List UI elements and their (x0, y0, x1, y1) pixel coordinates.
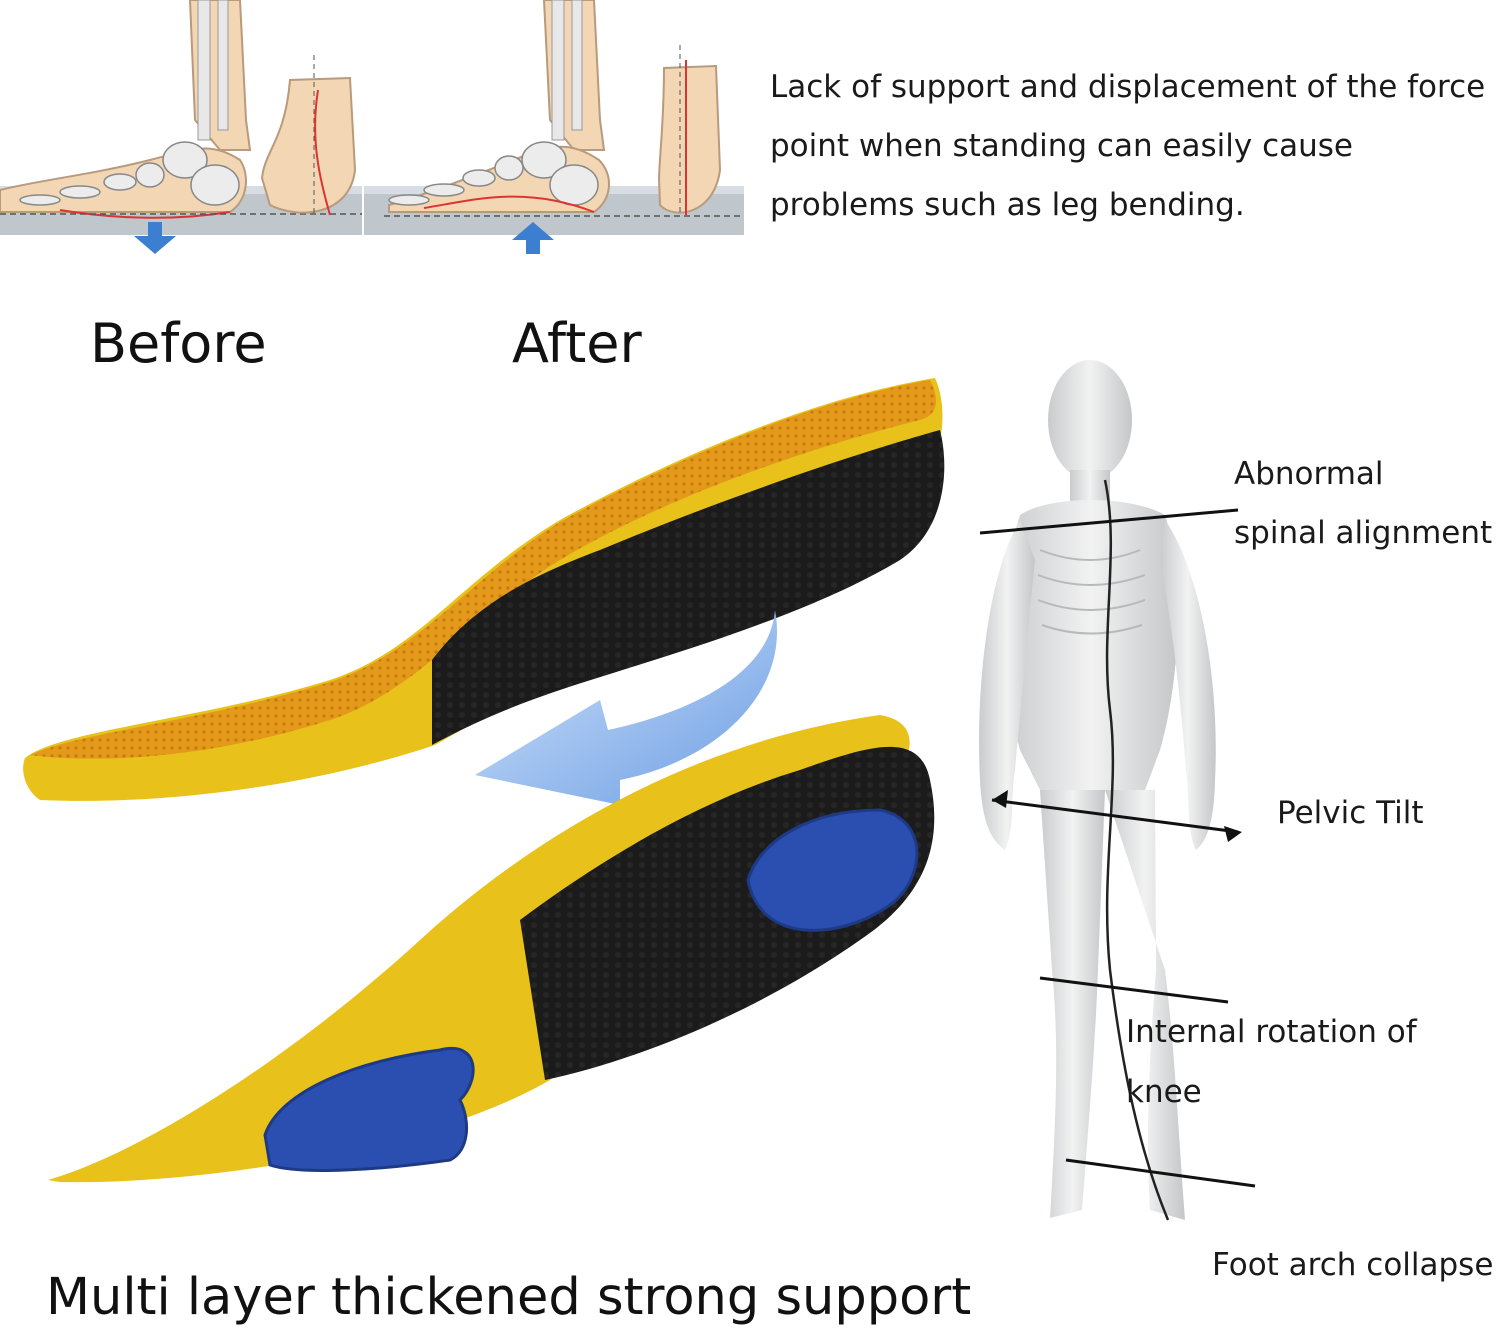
flip-arrow (475, 610, 778, 805)
intro-text: Lack of support and displacement of the … (770, 69, 1486, 223)
bottom-insole (48, 715, 935, 1183)
after-foot-illustration (364, 0, 744, 254)
after-label: After (512, 312, 642, 375)
human-body-figure (979, 360, 1256, 1221)
pelvic-label: Pelvic Tilt (1277, 795, 1424, 831)
top-insole (23, 378, 945, 801)
spine-label-line2: spinal alignment (1234, 515, 1493, 551)
before-label: Before (90, 312, 267, 375)
tagline: Multi layer thickened strong support (46, 1268, 972, 1327)
insole-illustration (23, 378, 945, 1183)
before-foot-illustration (0, 0, 362, 254)
foot-arch-label: Foot arch collapse (1212, 1247, 1494, 1283)
spine-label-line1: Abnormal (1234, 456, 1384, 492)
knee-label: Internal rotation of knee (1126, 1014, 1417, 1110)
